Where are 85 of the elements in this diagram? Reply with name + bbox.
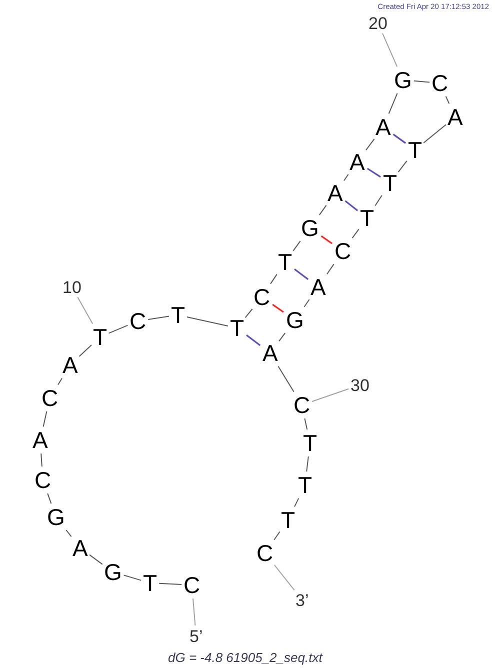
nucleotide-letter: A	[310, 276, 326, 298]
nucleotide-letter: C	[254, 286, 270, 308]
nucleotide-letter: T	[278, 250, 292, 274]
leader-line	[274, 564, 295, 591]
backbone-line	[40, 453, 42, 467]
backbone-line	[306, 456, 309, 472]
leader-line	[312, 388, 350, 402]
backbone-line	[413, 80, 430, 83]
backbone-line	[326, 264, 334, 275]
nucleotide-letter: G	[286, 308, 304, 332]
backbone-line	[398, 160, 408, 173]
nucleotide-letter: A	[72, 536, 88, 560]
base-pair-line	[366, 168, 381, 178]
backbone-line	[186, 316, 228, 326]
nucleotide-letter: C	[184, 574, 200, 596]
strand-end-label: 3’	[296, 592, 309, 608]
nucleotide-letter: C	[34, 468, 52, 492]
nucleotide-letter: T	[383, 172, 398, 194]
backbone-line	[294, 498, 300, 508]
backbone-line	[278, 332, 286, 342]
backbone-line	[47, 492, 52, 504]
nucleotide-letter: A	[376, 116, 391, 138]
backbone-line	[123, 574, 142, 581]
nucleotide-letter: T	[303, 432, 318, 454]
backbone-line	[244, 308, 253, 318]
backbone-line	[352, 228, 360, 239]
nucleotide-letter: T	[230, 316, 244, 340]
backbone-line	[148, 316, 170, 320]
base-pair-line	[320, 235, 332, 244]
base-pair-line	[272, 304, 284, 313]
strand-end-label: 5’	[190, 628, 203, 644]
nucleotide-letter: T	[171, 304, 186, 326]
backbone-line	[42, 410, 48, 428]
backbone-line	[366, 138, 375, 151]
nucleotide-letter: T	[408, 138, 422, 162]
backbone-line	[78, 344, 92, 357]
nucleotide-letter: C	[42, 386, 58, 410]
nucleotide-letter: T	[143, 572, 158, 594]
nucleotide-letter: C	[256, 542, 274, 564]
backbone-line	[292, 240, 301, 252]
nucleotide-letter: A	[448, 106, 463, 128]
nucleotide-letter: G	[301, 216, 319, 240]
backbone-line	[445, 96, 450, 104]
backbone-line	[304, 299, 310, 308]
nucleotide-letter: A	[62, 354, 78, 376]
free-energy-caption: dG = -4.8 61905_2_seq.txt	[168, 651, 322, 666]
base-pair-line	[392, 134, 406, 144]
backbone-line	[89, 554, 103, 565]
nucleotide-letter: C	[334, 240, 352, 262]
backbone-line	[58, 378, 62, 386]
backbone-line	[423, 124, 446, 144]
backbone-line	[158, 582, 182, 585]
leader-line	[192, 598, 196, 626]
nucleotide-letter: C	[130, 310, 146, 332]
base-pair-line	[246, 334, 261, 346]
backbone-line	[318, 204, 327, 216]
nucleotide-letter: G	[394, 68, 412, 92]
backbone-line	[278, 366, 294, 392]
nucleotide-letter: G	[104, 560, 122, 584]
nucleotide-letter: A	[262, 342, 278, 364]
position-number: 20	[368, 14, 388, 32]
backbone-line	[274, 531, 280, 540]
leader-line	[77, 296, 94, 324]
position-number: 30	[350, 376, 370, 394]
backbone-line	[270, 274, 278, 284]
backbone-line	[388, 92, 398, 114]
base-pair-line	[294, 268, 309, 280]
nucleotide-letter: G	[47, 506, 65, 528]
nucleotide-letter: A	[32, 428, 48, 452]
nucleotide-letter: A	[350, 150, 365, 174]
base-pair-line	[344, 200, 358, 212]
nucleotide-letter: C	[432, 72, 448, 94]
nucleotide-letter: T	[298, 474, 312, 496]
backbone-line	[304, 418, 308, 430]
leader-line	[382, 32, 398, 68]
nucleotide-letter: T	[360, 206, 374, 230]
backbone-line	[108, 324, 128, 334]
nucleotide-letter: C	[294, 394, 310, 416]
nucleotide-letter: T	[281, 508, 296, 532]
backbone-line	[374, 194, 382, 206]
nucleotide-letter: T	[93, 326, 108, 348]
backbone-line	[344, 174, 349, 182]
backbone-line	[66, 530, 72, 538]
nucleotide-letter: A	[328, 182, 343, 204]
position-number: 10	[62, 278, 82, 296]
